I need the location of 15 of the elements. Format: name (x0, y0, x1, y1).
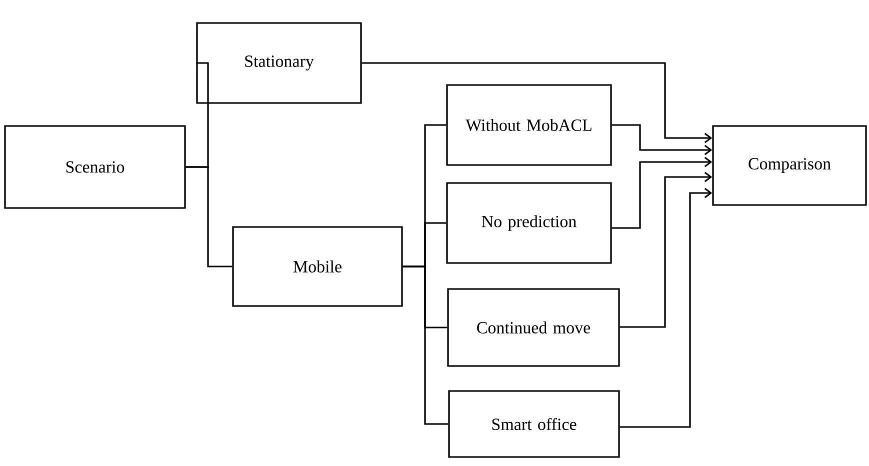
process-box: Smart office (448, 390, 620, 458)
connector (620, 188, 712, 428)
process-box: Without MobACL (446, 84, 612, 166)
connector (620, 172, 712, 328)
process-box: No prediction (446, 182, 612, 264)
connector (612, 124, 712, 156)
process-box: Comparison (712, 125, 867, 206)
process-box: Scenario (4, 125, 186, 209)
process-box: Mobile (232, 226, 403, 307)
connector (612, 156, 712, 229)
process-box: Stationary (196, 22, 362, 104)
connector (362, 62, 712, 144)
connector (402, 266, 448, 425)
connector (186, 166, 232, 268)
process-box: Continued move (447, 288, 620, 367)
